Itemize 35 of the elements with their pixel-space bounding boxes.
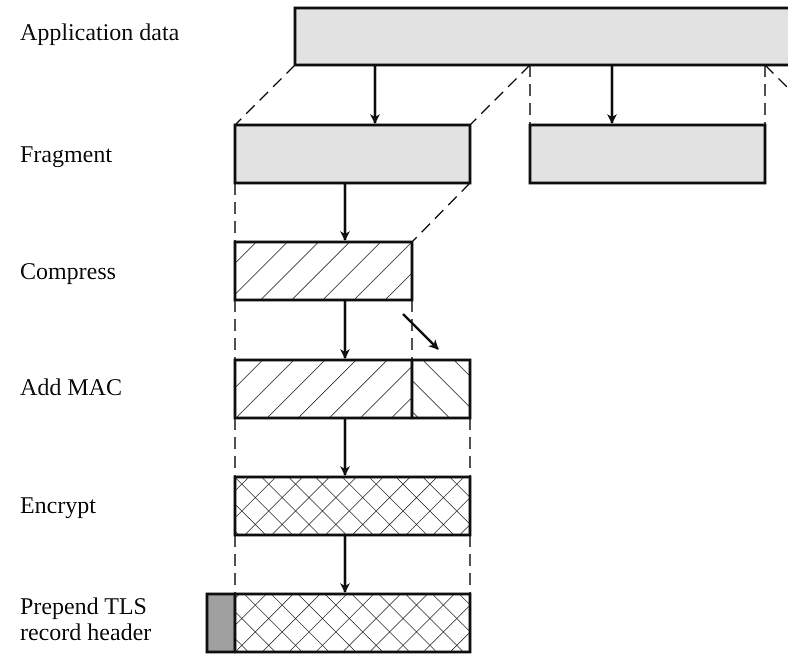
- arrow: [370, 66, 380, 124]
- data-block: [528, 124, 766, 184]
- data-block: [294, 6, 788, 66]
- dashed-guide-line: [764, 65, 766, 125]
- row-label: Prepend TLS record header: [20, 594, 152, 646]
- arrow: [340, 301, 350, 359]
- arrow: [340, 536, 350, 593]
- hatched-block: [234, 240, 414, 302]
- arrow: [340, 184, 350, 241]
- dashed-guide-line: [764, 64, 788, 88]
- hatched-block: [234, 358, 414, 420]
- arrow: [402, 313, 439, 350]
- encrypted-block: [234, 476, 472, 536]
- dashed-guide-line: [469, 418, 471, 477]
- row-label: Application data: [20, 20, 180, 46]
- mac-block: [410, 358, 472, 420]
- data-block: [234, 124, 472, 184]
- dashed-guide-line: [470, 64, 530, 126]
- dashed-guide-line: [234, 535, 236, 594]
- dashed-guide-line: [411, 300, 413, 360]
- row-label: Encrypt: [20, 493, 97, 519]
- row-label: Compress: [20, 259, 117, 285]
- dashed-guide-line: [234, 64, 296, 126]
- row-label: Fragment: [20, 142, 113, 168]
- dashed-guide-line: [234, 418, 236, 477]
- encrypted-block: [234, 592, 472, 654]
- dashed-guide-line: [234, 183, 236, 242]
- dashed-guide-line: [469, 535, 471, 594]
- dashed-guide-line: [234, 300, 236, 360]
- row-label: Add MAC: [20, 375, 124, 401]
- dashed-guide-line: [412, 182, 470, 242]
- dashed-guide-line: [529, 65, 531, 125]
- header-block: [206, 592, 236, 654]
- arrow: [607, 66, 617, 124]
- arrow: [340, 419, 350, 476]
